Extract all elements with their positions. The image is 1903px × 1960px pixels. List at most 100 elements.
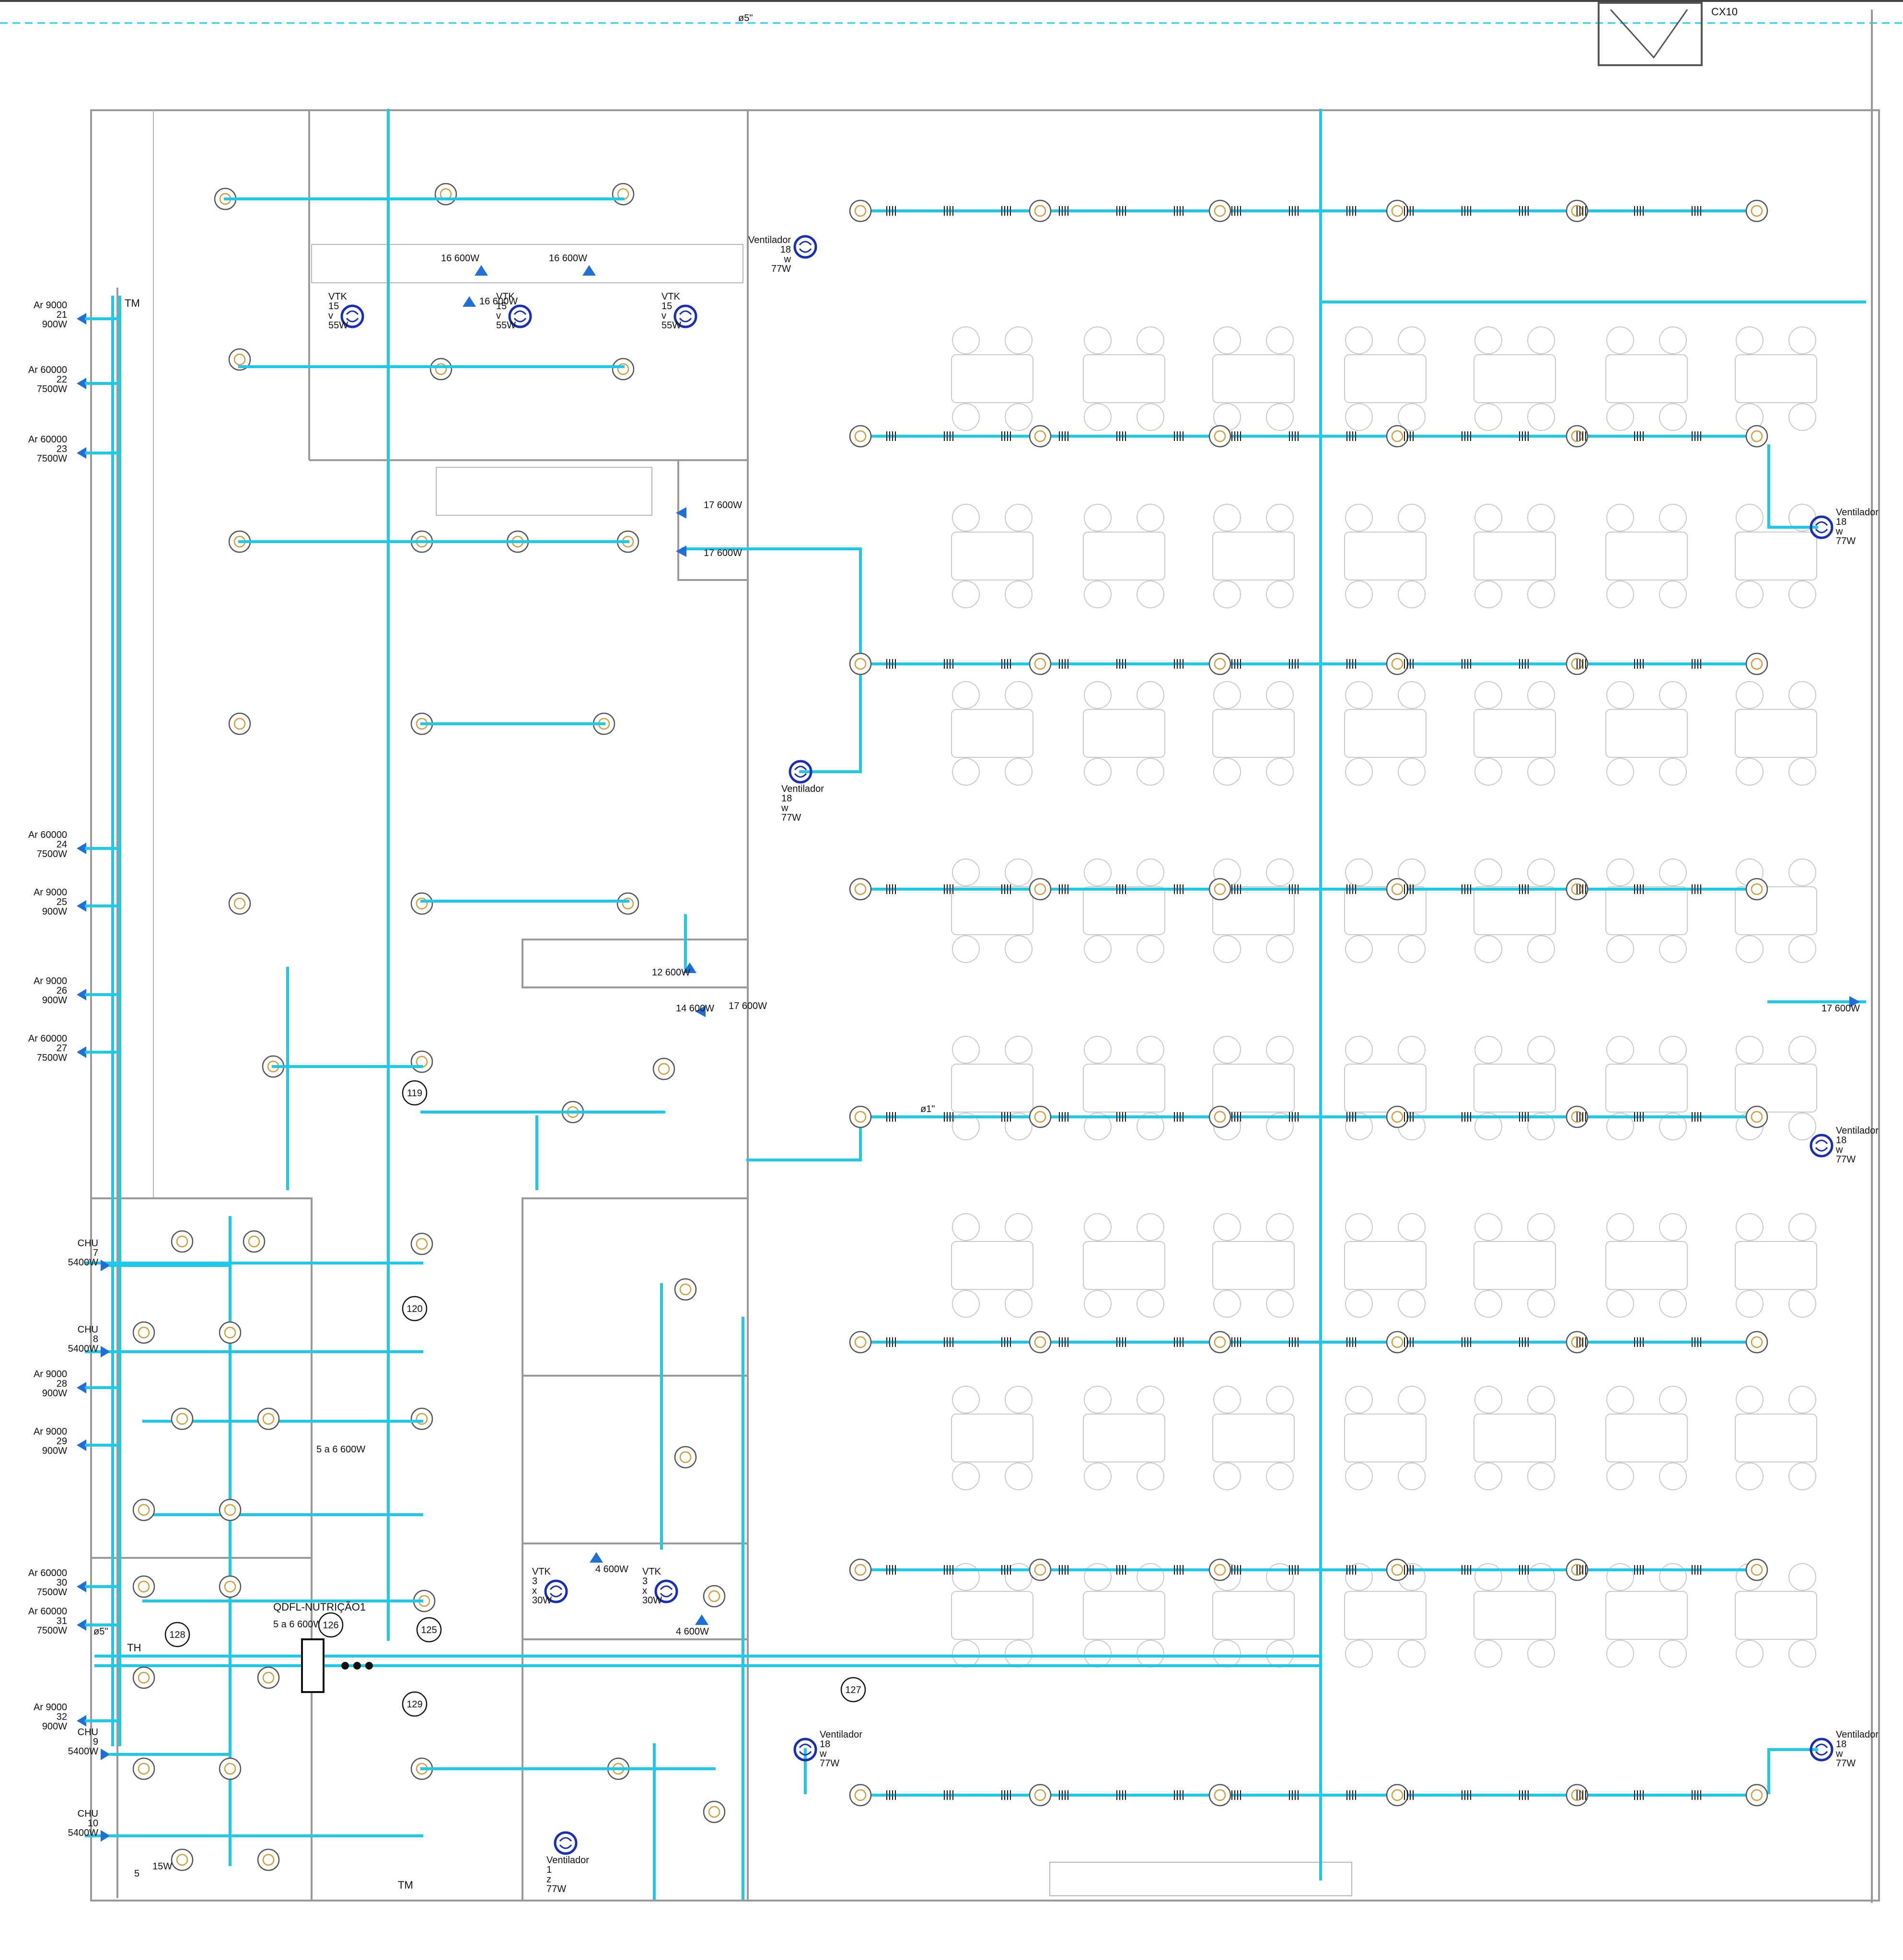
exhaust-label: VTK xyxy=(532,1566,551,1577)
exhaust-label: 30W xyxy=(642,1595,662,1606)
panel-terminal-2 xyxy=(353,1662,361,1670)
outlet-prep-1-label: 17 600W xyxy=(704,500,742,510)
circuit-tick xyxy=(1692,1565,1701,1575)
ref-126-label: 126 xyxy=(323,1620,338,1631)
ceiling-fans: Ventilador18w77WVentilador18w77WVentilad… xyxy=(546,235,1879,1894)
outlet-kitchen-1: 16 600W xyxy=(441,253,488,276)
outlet-dining-b: 17 600W xyxy=(1822,996,1860,1014)
ceiling-lamp xyxy=(1208,1784,1231,1807)
ceiling-lamp xyxy=(1745,652,1768,675)
dining-table xyxy=(1083,1036,1165,1140)
circuit-tick xyxy=(1462,1790,1471,1800)
dining-table xyxy=(1083,1386,1165,1490)
circuit-tick xyxy=(1231,884,1241,894)
circuit-tick xyxy=(1231,1790,1241,1800)
circuit-tick xyxy=(1692,206,1701,216)
conduit-network xyxy=(94,109,1866,1900)
outlet-dining-a: 17 600W xyxy=(729,1001,767,1011)
ceiling-lamp xyxy=(612,183,635,206)
circuit-tick xyxy=(1577,1565,1586,1575)
ceiling-lamp xyxy=(257,1407,280,1430)
ceiling-lamp xyxy=(410,1232,433,1255)
outer-wall xyxy=(90,109,1880,1902)
circuit-tick xyxy=(1059,206,1068,216)
circuit-tick xyxy=(1519,1337,1529,1347)
exhaust-label: 55W xyxy=(328,320,348,331)
circuit-tick xyxy=(944,884,953,894)
ac-unit-circuit: 29 xyxy=(57,1436,67,1447)
circuit-tick xyxy=(944,206,953,216)
ceiling-lamp xyxy=(1029,1558,1052,1581)
reference-120: 120 xyxy=(402,1296,428,1322)
fan-label: w xyxy=(1835,1749,1843,1759)
circuit-tick xyxy=(1231,659,1241,669)
fan-label: Ventilador xyxy=(748,235,791,245)
distribution-panel: QDFL-NUTRIÇÃO1 xyxy=(273,1601,373,1693)
reference-129: 129 xyxy=(402,1691,428,1717)
fan-label: Ventilador xyxy=(546,1855,589,1866)
circuit-tick xyxy=(1059,1790,1068,1800)
dining-table xyxy=(1735,1563,1817,1668)
circuit-tick xyxy=(1462,659,1471,669)
outlet-panel-side-label: 5 a 6 600W xyxy=(273,1619,322,1630)
circuit-tick xyxy=(1231,1112,1241,1122)
dining-table xyxy=(1735,504,1817,608)
ceiling-lamp xyxy=(219,1757,242,1780)
circuit-tick xyxy=(1692,1790,1701,1800)
circuit-tick xyxy=(1231,431,1241,441)
outlet-kitchen-2-label: 16 600W xyxy=(549,253,587,264)
ref-119-label: 119 xyxy=(407,1088,422,1099)
circuit-tick xyxy=(944,1337,953,1347)
circuit-tick xyxy=(1634,1565,1644,1575)
circuit-tick xyxy=(1462,1337,1471,1347)
fan-label: 18 xyxy=(1836,1135,1846,1146)
circuit-tick xyxy=(1634,884,1644,894)
reference-125: 125 xyxy=(416,1617,442,1643)
dining-table xyxy=(951,1386,1033,1490)
ceiling-lamp xyxy=(1208,199,1231,222)
fan-label: Ventilador xyxy=(820,1729,862,1740)
circuit-tick xyxy=(944,1565,953,1575)
ac-unit-name: Ar 60000 xyxy=(28,365,67,375)
fan-label: w xyxy=(781,803,789,813)
circuit-tick xyxy=(1346,1565,1356,1575)
panel-terminal-1 xyxy=(341,1662,349,1670)
office-block xyxy=(522,1197,749,1902)
prep-room xyxy=(677,459,749,581)
ceiling-lamp xyxy=(1386,652,1409,675)
ac-unit-name: Ar 9000 xyxy=(34,976,67,986)
circuit-tick xyxy=(1577,431,1586,441)
dining-table xyxy=(1735,326,1817,431)
dining-table xyxy=(1212,1213,1295,1318)
dining-table xyxy=(1212,681,1295,786)
ac-unit-circuit: 26 xyxy=(57,986,67,996)
dining-table xyxy=(1474,1213,1556,1318)
ceiling-lamp xyxy=(1029,1784,1052,1807)
fan-label: Ventilador xyxy=(781,784,824,794)
circuit-tick xyxy=(1519,1565,1529,1575)
reference-127: 127 xyxy=(840,1677,866,1703)
outlet-sink: 12 600W xyxy=(652,963,696,978)
ceiling-lamp xyxy=(1386,1784,1409,1807)
exhaust-label: v xyxy=(661,311,666,321)
circuit-tick xyxy=(1289,1790,1299,1800)
ceiling-lamp xyxy=(849,1331,872,1354)
circuit-tick xyxy=(1519,431,1529,441)
circuit-tick xyxy=(1174,884,1184,894)
circuit-tick xyxy=(1174,1112,1184,1122)
fan-label: 77W xyxy=(771,264,791,274)
ceiling-lamp xyxy=(410,1407,433,1430)
ceiling-lamp xyxy=(219,1498,242,1521)
